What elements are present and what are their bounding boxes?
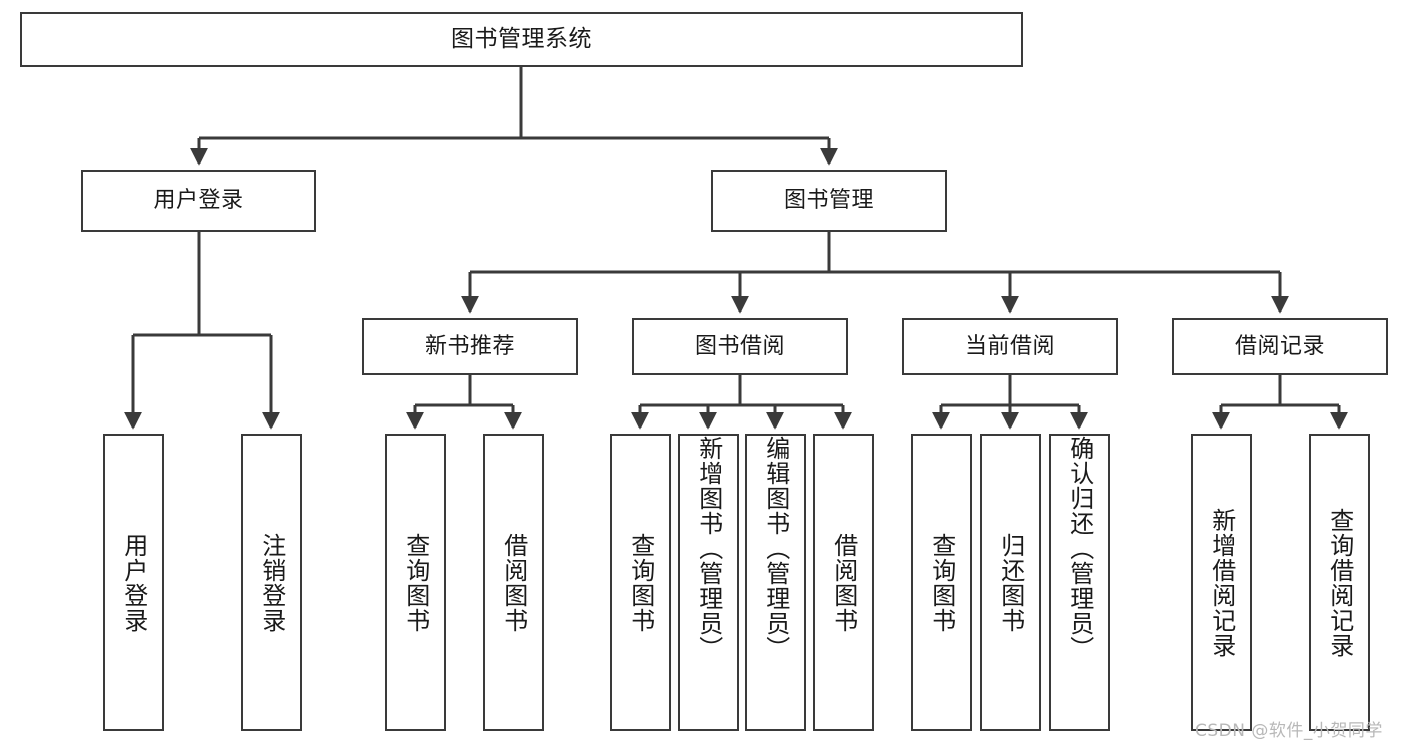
csdn-watermark: CSDN @软件_小贺同学: [1195, 721, 1383, 741]
leaf-add-book-label: 新增图书（管理员）: [694, 436, 723, 661]
node-book-borrow-label: 图书借阅: [694, 333, 785, 359]
leaf-user-login[interactable]: 用户登录: [103, 434, 164, 731]
leaf-query-book-1-label: 查询图书: [401, 532, 430, 633]
node-current-borrow-label: 当前借阅: [964, 333, 1055, 359]
node-book-borrow[interactable]: 图书借阅: [632, 318, 848, 375]
leaf-add-record-label: 新增借阅记录: [1207, 507, 1236, 658]
node-new-book-recommend[interactable]: 新书推荐: [362, 318, 578, 375]
leaf-borrow-book-1-label: 借阅图书: [499, 532, 528, 633]
node-book-manage[interactable]: 图书管理: [711, 170, 947, 232]
leaf-confirm-return[interactable]: 确认归还（管理员）: [1049, 434, 1110, 731]
node-new-book-recommend-label: 新书推荐: [424, 333, 515, 359]
node-user-login[interactable]: 用户登录: [81, 170, 316, 232]
node-borrow-record-label: 借阅记录: [1234, 333, 1325, 359]
leaf-query-book-3[interactable]: 查询图书: [911, 434, 972, 731]
leaf-edit-book-label: 编辑图书（管理员）: [761, 436, 790, 661]
leaf-edit-book[interactable]: 编辑图书（管理员）: [745, 434, 806, 731]
leaf-query-book-1[interactable]: 查询图书: [385, 434, 446, 731]
node-user-login-label: 用户登录: [153, 188, 244, 214]
node-borrow-record[interactable]: 借阅记录: [1172, 318, 1388, 375]
leaf-return-book[interactable]: 归还图书: [980, 434, 1041, 731]
leaf-query-book-2[interactable]: 查询图书: [610, 434, 671, 731]
leaf-query-record-label: 查询借阅记录: [1325, 507, 1354, 658]
leaf-add-book[interactable]: 新增图书（管理员）: [678, 434, 739, 731]
leaf-query-book-2-label: 查询图书: [626, 532, 655, 633]
node-current-borrow[interactable]: 当前借阅: [902, 318, 1118, 375]
leaf-logout[interactable]: 注销登录: [241, 434, 302, 731]
leaf-borrow-book-2-label: 借阅图书: [829, 532, 858, 633]
leaf-confirm-return-label: 确认归还（管理员）: [1065, 436, 1094, 661]
node-book-manage-label: 图书管理: [783, 188, 874, 214]
node-root[interactable]: 图书管理系统: [20, 12, 1023, 67]
leaf-add-record[interactable]: 新增借阅记录: [1191, 434, 1252, 731]
leaf-borrow-book-1[interactable]: 借阅图书: [483, 434, 544, 731]
node-root-label: 图书管理系统: [451, 26, 592, 53]
leaf-borrow-book-2[interactable]: 借阅图书: [813, 434, 874, 731]
leaf-query-book-3-label: 查询图书: [927, 532, 956, 633]
leaf-query-record[interactable]: 查询借阅记录: [1309, 434, 1370, 731]
leaf-user-login-label: 用户登录: [119, 532, 148, 633]
leaf-logout-label: 注销登录: [257, 532, 286, 633]
leaf-return-book-label: 归还图书: [996, 532, 1025, 633]
